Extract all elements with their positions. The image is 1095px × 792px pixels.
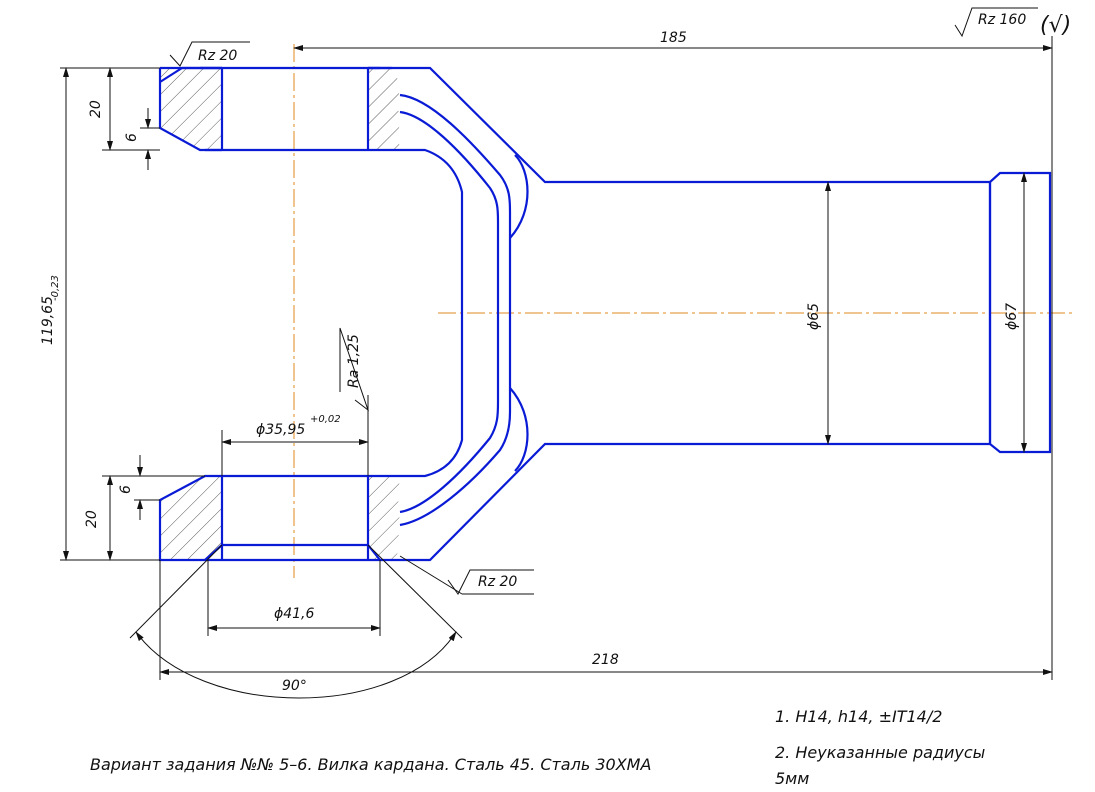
dim-119: 119,65 xyxy=(40,296,56,345)
dim-d65: ϕ65 xyxy=(806,303,822,330)
roughness-bore: Ra 1,25 xyxy=(346,334,362,388)
dim-6-bottom: 6 xyxy=(118,485,134,494)
dim-20-bottom: 20 xyxy=(84,510,100,528)
dimension-text: 185 218 119,65 -0,23 20 6 6 20 ϕ35,95 +0… xyxy=(40,30,1020,694)
note-1: 1. H14, h14, ±IT14/2 xyxy=(775,707,942,726)
dim-angle: 90° xyxy=(282,678,307,694)
dim-d35-tol: +0,02 xyxy=(310,414,341,425)
hatched-sections xyxy=(160,68,400,560)
dim-6-top: 6 xyxy=(124,133,140,142)
roughness-top-left: Rz 20 xyxy=(198,48,237,64)
dim-d35: ϕ35,95 xyxy=(256,422,305,438)
roughness-bottom-right: Rz 20 xyxy=(478,574,517,590)
roughness-symbols xyxy=(169,7,1038,595)
roughness-general: Rz 160 xyxy=(978,12,1026,28)
notes: 1. H14, h14, ±IT14/2 2. Неуказанные ради… xyxy=(90,707,985,788)
dim-20-top: 20 xyxy=(88,100,104,118)
dim-d67: ϕ67 xyxy=(1004,303,1020,330)
dim-218: 218 xyxy=(592,652,619,668)
dimension-lines xyxy=(60,36,1053,699)
drawing-title: Вариант задания №№ 5–6. Вилка кардана. С… xyxy=(90,755,651,774)
dim-d41: ϕ41,6 xyxy=(274,606,315,622)
dim-119-tol: -0,23 xyxy=(50,275,61,301)
roughness-text: Rz 160 (√) Rz 20 Rz 20 Ra 1,25 xyxy=(198,12,1071,590)
dim-185: 185 xyxy=(660,30,687,46)
note-2a: 2. Неуказанные радиусы xyxy=(775,743,985,762)
roughness-general-paren: (√) xyxy=(1040,13,1071,38)
note-2b: 5мм xyxy=(775,769,809,788)
